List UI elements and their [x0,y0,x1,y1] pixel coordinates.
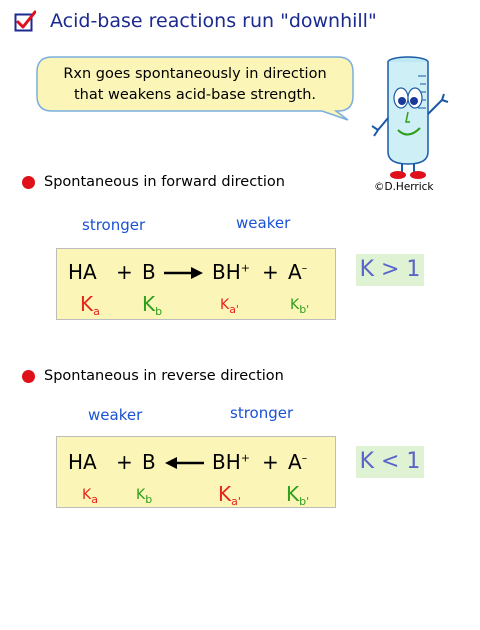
reverse-ka-prime: Ka' [218,482,241,508]
forward-heading: Spontaneous in forward direction [44,174,285,190]
forward-bh: BH+ [212,260,250,284]
speech-bubble [36,56,354,121]
page-title: Acid-base reactions run "downhill" [50,10,377,32]
bullet-dot [22,370,35,383]
bullet-dot [22,176,35,189]
forward-right-strength: weaker [236,214,291,232]
forward-kb: Kb [142,292,163,318]
reverse-plus-1: + [116,450,133,474]
reverse-ha: HA [68,450,97,474]
reverse-kb: Kb [136,487,153,506]
reverse-constants: Ka Kb Ka' Kb' [80,482,340,512]
reverse-ka: Ka [82,487,98,506]
forward-kb-prime: Kb' [290,297,310,316]
reverse-kb-prime: Kb' [286,482,310,508]
reverse-left-arrow-icon [165,457,204,469]
reverse-bh: BH+ [212,450,250,474]
forward-ka: Ka [80,292,100,318]
forward-k-result: K > 1 [356,254,424,286]
forward-b: B [142,260,156,284]
reverse-equation-box [56,436,336,508]
reverse-plus-2: + [262,450,279,474]
test-tube-mascot-icon [371,56,449,179]
forward-ha: HA [68,260,97,284]
checkbox-checked-icon [14,10,36,32]
forward-constants: Ka Kb Ka' Kb' [80,292,340,322]
reverse-b: B [142,450,156,474]
reverse-a: A– [288,450,308,474]
reverse-right-strength: stronger [230,404,294,422]
forward-plus-1: + [116,260,133,284]
bubble-text: Rxn goes spontaneously in direction that… [63,66,327,103]
reverse-k-result: K < 1 [356,446,424,478]
reverse-left-strength: weaker [88,406,143,424]
forward-plus-2: + [262,260,279,284]
reverse-heading: Spontaneous in reverse direction [44,368,284,384]
forward-ka-prime: Ka' [220,297,239,316]
forward-equation-box [56,248,336,320]
forward-a: A– [288,260,308,284]
forward-left-strength: stronger [82,216,146,234]
forward-right-arrow-icon [164,267,203,279]
credit-text: ©D.Herrick [374,181,434,193]
